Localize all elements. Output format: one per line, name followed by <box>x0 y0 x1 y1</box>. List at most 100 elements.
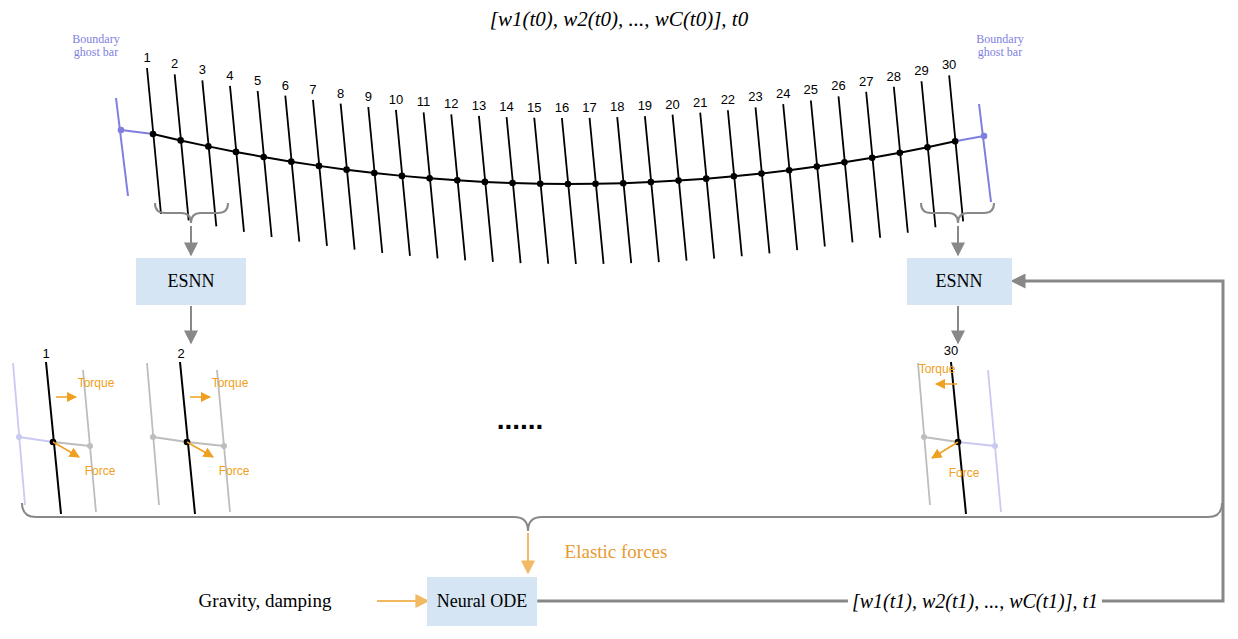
bar-number: 26 <box>831 79 845 93</box>
arrow <box>377 600 428 602</box>
centerline <box>153 134 955 184</box>
bar-number: 21 <box>693 96 707 110</box>
bar <box>424 112 438 258</box>
arrow <box>190 306 192 343</box>
ghost-dot <box>981 133 988 140</box>
ghost-dot <box>118 127 125 134</box>
joint-dot <box>675 177 682 184</box>
ellipsis: ...... <box>497 405 544 436</box>
bar-number: 27 <box>859 75 873 89</box>
flow-label: Elastic forces <box>565 542 668 563</box>
bar <box>756 107 770 253</box>
bar <box>673 115 687 261</box>
joint-dot <box>731 173 738 180</box>
bar <box>451 114 465 260</box>
ghost-link <box>121 130 153 134</box>
bar <box>534 118 548 264</box>
bar <box>147 68 161 214</box>
joint-dot <box>921 434 927 440</box>
process-box: ESNN <box>907 258 1012 305</box>
bar-number: 20 <box>665 97 679 111</box>
bar <box>175 74 189 220</box>
bar <box>811 100 825 246</box>
bar-number: 28 <box>887 70 901 84</box>
bar <box>921 81 935 227</box>
torque-arrow <box>190 396 210 398</box>
bar-number: 16 <box>555 101 569 115</box>
brace <box>155 203 228 223</box>
joint-dot <box>992 443 998 449</box>
bar <box>562 118 576 264</box>
bar-number: 5 <box>254 74 261 88</box>
bar <box>46 362 61 514</box>
bar-number: 17 <box>582 101 596 115</box>
brace <box>921 203 994 223</box>
torque-arrow <box>56 396 76 398</box>
joint-dot <box>703 175 710 182</box>
bar <box>949 75 963 221</box>
bar-number: 10 <box>389 93 403 107</box>
bar <box>700 113 714 259</box>
joint-dot <box>371 170 378 177</box>
link <box>924 437 958 442</box>
arrow <box>957 226 959 255</box>
bar-number: 30 <box>942 58 956 72</box>
joint-dot <box>758 170 765 177</box>
joint-dot <box>177 137 184 144</box>
ghost-link <box>955 136 984 141</box>
bar-number: 2 <box>177 347 184 361</box>
joint-dot <box>288 158 295 165</box>
bar <box>180 362 195 514</box>
bar-number: 11 <box>417 95 431 109</box>
bar-number: 13 <box>472 99 486 113</box>
bar <box>479 116 493 262</box>
arrow <box>190 226 192 255</box>
joint-dot <box>482 179 489 186</box>
force-label: Force <box>85 465 116 478</box>
joint-dot <box>16 434 22 440</box>
force-arrow <box>187 442 213 457</box>
force-arrow <box>932 442 958 458</box>
bar <box>866 92 880 238</box>
bar <box>368 107 382 253</box>
brace <box>22 503 1222 531</box>
joint-dot <box>316 163 323 170</box>
title: [w1(t0), w2(t0), ..., wC(t0)], t0 <box>490 8 748 31</box>
bar-number: 3 <box>199 63 206 77</box>
ghost-bar <box>116 98 128 196</box>
bar-number: 1 <box>143 51 150 65</box>
joint-dot <box>814 163 821 170</box>
link <box>153 437 187 442</box>
bar-number: 8 <box>337 86 344 100</box>
bar <box>617 117 631 263</box>
joint-dot <box>952 138 959 145</box>
process-box: ESNN <box>136 258 246 305</box>
bar <box>202 80 216 226</box>
bar <box>645 116 659 262</box>
joint-dot <box>620 180 627 187</box>
joint-dot <box>87 443 93 449</box>
force-label: Force <box>219 465 250 478</box>
joint-dot <box>454 177 461 184</box>
joint-dot <box>592 181 599 188</box>
force-label: Force <box>949 467 980 480</box>
joint-dot <box>869 154 876 161</box>
bar <box>285 96 299 242</box>
bar <box>258 91 272 237</box>
bar-number: 2 <box>171 57 178 71</box>
ghost-label: Boundary ghost bar <box>965 33 1035 59</box>
bar-detail <box>13 362 1001 514</box>
joint-dot <box>343 166 350 173</box>
torque-label: Torque <box>78 377 115 390</box>
neighbor-bar <box>147 363 159 505</box>
bar-number: 18 <box>610 100 624 114</box>
joint-dot <box>205 143 212 150</box>
bar-number: 24 <box>776 87 790 101</box>
arrow <box>527 533 529 573</box>
neighbor-bar <box>988 370 1001 512</box>
bar-chain <box>116 68 991 264</box>
bar <box>783 104 797 250</box>
bar <box>728 110 742 256</box>
joint-dot <box>786 167 793 174</box>
